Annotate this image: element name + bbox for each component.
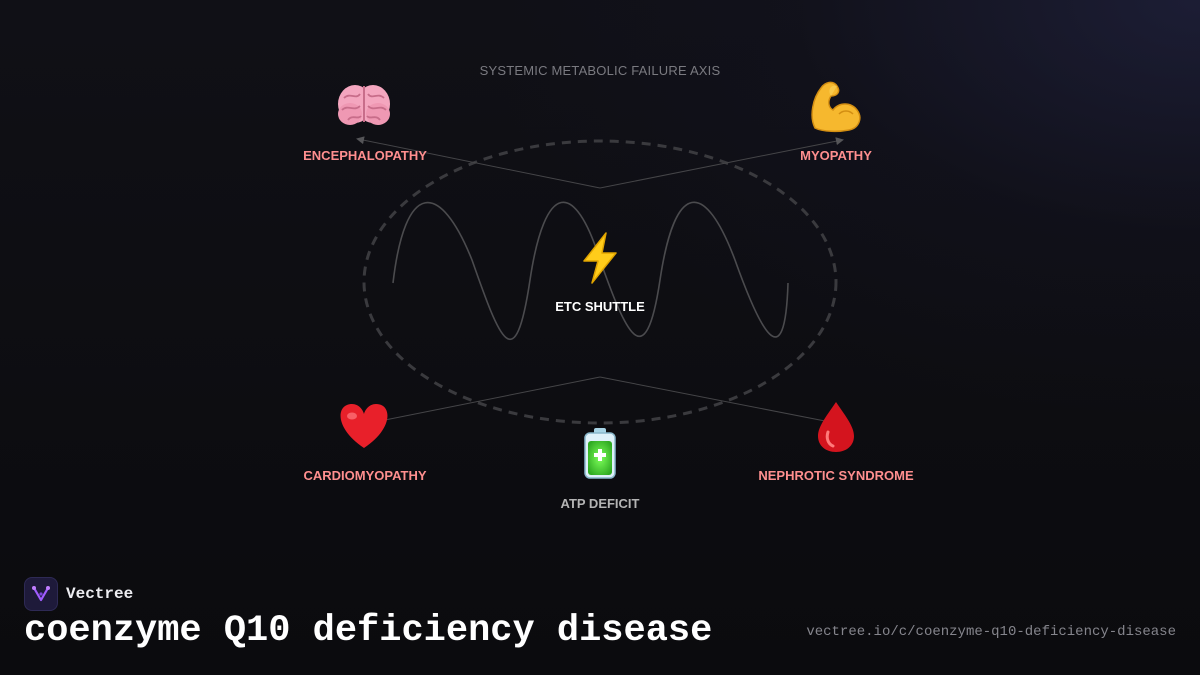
node-label-encephalopathy: ENCEPHALOPATHY xyxy=(303,148,427,163)
node-label-etc-shuttle: ETC SHUTTLE xyxy=(555,299,645,314)
node-label-nephrotic-syndrome: NEPHROTIC SYNDROME xyxy=(758,468,914,483)
connector-encephalopathy xyxy=(356,136,601,189)
connector-nephrotic-syndrome xyxy=(599,376,826,422)
metabolic-axis-diagram: SYSTEMIC METABOLIC FAILURE AXIS xyxy=(303,63,914,511)
node-label-atp-deficit: ATP DEFICIT xyxy=(561,496,640,511)
battery-icon xyxy=(584,428,616,479)
node-label-myopathy: MYOPATHY xyxy=(800,148,872,163)
heart-icon xyxy=(340,404,388,448)
brand-name: Vectree xyxy=(66,585,134,603)
electron-wave-path xyxy=(392,201,789,341)
page-title: coenzyme Q10 deficiency disease xyxy=(24,610,713,652)
node-label-cardiomyopathy: CARDIOMYOPATHY xyxy=(303,468,426,483)
diagram-title: SYSTEMIC METABOLIC FAILURE AXIS xyxy=(480,63,721,78)
connector-cardiomyopathy xyxy=(384,376,601,421)
flexed-bicep-icon xyxy=(811,81,861,133)
brain-icon xyxy=(338,85,390,125)
page-url[interactable]: vectree.io/c/coenzyme-q10-deficiency-dis… xyxy=(806,624,1176,640)
blood-drop-icon xyxy=(818,402,854,452)
connector-myopathy xyxy=(599,137,844,189)
orbit-ellipse xyxy=(362,139,838,425)
brand[interactable]: Vectree xyxy=(24,577,133,611)
vectree-logo-icon xyxy=(24,577,58,611)
lightning-bolt-icon xyxy=(583,232,617,284)
